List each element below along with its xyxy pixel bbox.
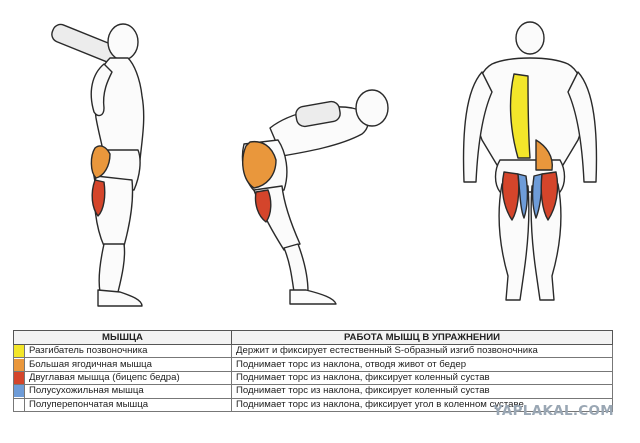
muscle-name: Разгибатель позвоночника bbox=[24, 343, 232, 359]
right-arm bbox=[567, 71, 598, 183]
barbell bbox=[295, 100, 341, 128]
left-arm bbox=[462, 71, 493, 183]
right-leg bbox=[530, 183, 562, 301]
color-swatch bbox=[13, 370, 25, 386]
muscle-name: Большая ягодичная мышца bbox=[24, 357, 232, 372]
head bbox=[355, 89, 389, 127]
muscle-name: Полуперепончатая мышца bbox=[24, 397, 232, 412]
muscle-name: Полусухожильная мышца bbox=[24, 384, 232, 399]
muscle-name: Двуглавая мышца (бицепс бедра) bbox=[24, 370, 232, 386]
head bbox=[107, 23, 139, 61]
semitendinosus-left bbox=[517, 173, 529, 219]
muscle-work: Поднимает торс из наклона, фиксирует кол… bbox=[231, 384, 613, 399]
table-row: Полусухожильная мышца Поднимает торс из … bbox=[13, 384, 613, 399]
color-swatch bbox=[13, 384, 25, 399]
muscle-work: Поднимает торс из наклона, фиксирует уго… bbox=[231, 397, 613, 412]
table-row: Большая ягодичная мышца Поднимает торс и… bbox=[13, 357, 613, 372]
foot bbox=[289, 289, 337, 305]
erector-muscle bbox=[509, 73, 531, 159]
muscle-work-table: МЫШЦА РАБОТА МЫШЦ В УПРАЖНЕНИИ Разгибате… bbox=[13, 330, 613, 412]
hamstring-muscle bbox=[91, 179, 106, 217]
exercise-illustration bbox=[51, 21, 598, 307]
muscle-work: Поднимает торс из наклона, фиксирует кол… bbox=[231, 370, 613, 386]
table-row: Полуперепончатая мышца Поднимает торс из… bbox=[13, 397, 613, 412]
color-swatch bbox=[13, 357, 25, 372]
color-swatch bbox=[13, 397, 25, 412]
calf bbox=[283, 243, 309, 293]
arm bbox=[90, 63, 113, 117]
hamstring-muscle bbox=[254, 189, 272, 223]
table-row: Разгибатель позвоночника Держит и фиксир… bbox=[13, 343, 613, 359]
glute-muscle bbox=[90, 145, 111, 179]
figure-standing bbox=[51, 23, 145, 307]
table-header-row: МЫШЦА РАБОТА МЫШЦ В УПРАЖНЕНИИ bbox=[13, 330, 613, 345]
head bbox=[515, 21, 545, 55]
foot bbox=[97, 289, 143, 307]
muscle-work: Поднимает торс из наклона, отводя живот … bbox=[231, 357, 613, 372]
figure-bent-over bbox=[241, 89, 389, 305]
site-watermark: YAPLAKAL.COM bbox=[493, 403, 614, 419]
muscle-work: Держит и фиксирует естественный S-образн… bbox=[231, 343, 613, 359]
figure-back-view bbox=[462, 21, 598, 301]
header-work: РАБОТА МЫШЦ В УПРАЖНЕНИИ bbox=[231, 330, 613, 345]
calf bbox=[98, 243, 126, 293]
table-row: Двуглавая мышца (бицепс бедра) Поднимает… bbox=[13, 370, 613, 386]
color-swatch bbox=[13, 343, 25, 359]
header-muscle: МЫШЦА bbox=[13, 330, 232, 345]
left-leg bbox=[498, 183, 530, 301]
glute-muscle bbox=[242, 140, 277, 189]
hamstring-right bbox=[540, 171, 559, 221]
glute-muscle-back bbox=[535, 139, 553, 171]
